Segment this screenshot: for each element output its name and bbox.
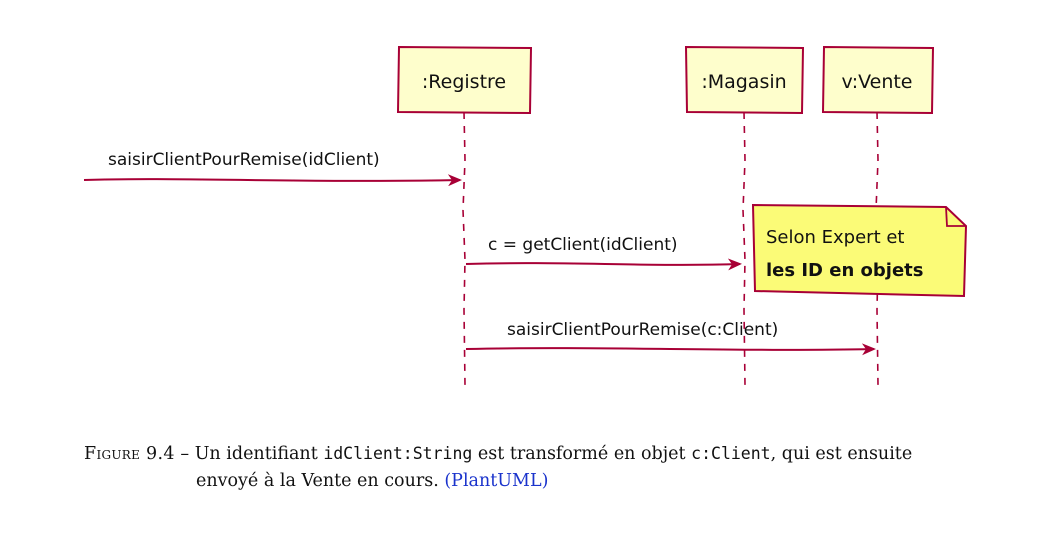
lifeline-vente — [875, 111, 879, 386]
message-label-3: saisirClientPourRemise(c:Client) — [507, 320, 778, 340]
message-arrow-2 — [465, 258, 742, 271]
figure-caption: Figure 9.4 – Un identifiant idClient:Str… — [84, 440, 984, 495]
caption-code-idclient: idClient:String — [323, 444, 473, 463]
caption-text-4: envoyé à la Vente en cours. — [196, 471, 439, 491]
note-line-1: Selon Expert et — [766, 227, 904, 248]
message-arrow-3 — [465, 343, 876, 356]
caption-dash: – — [180, 444, 190, 464]
lifeline-magasin — [742, 111, 746, 386]
note-line-2: les ID en objets — [766, 260, 924, 281]
participant-vente: v:Vente — [821, 45, 935, 115]
message-arrow-1 — [83, 174, 462, 187]
note: Selon Expert et les ID en objets — [751, 203, 968, 298]
participant-registre: :Registre — [396, 45, 533, 115]
caption-text-3: , qui est ensuite — [770, 444, 913, 464]
message-label-1: saisirClientPourRemise(idClient) — [108, 150, 380, 170]
lifeline-registre — [462, 111, 466, 386]
sequence-diagram: :Registre :Magasin v:Vente saisirClientP… — [83, 45, 968, 386]
caption-label: Figure 9.4 — [84, 444, 175, 464]
caption-line-2: envoyé à la Vente en cours. (PlantUML) — [84, 468, 984, 495]
participant-label-registre: :Registre — [422, 71, 506, 93]
caption-code-client: c:Client — [691, 444, 771, 463]
participant-label-vente: v:Vente — [842, 71, 913, 93]
plantuml-link[interactable]: (PlantUML) — [444, 471, 549, 491]
message-label-2: c = getClient(idClient) — [488, 235, 678, 255]
participant-magasin: :Magasin — [684, 45, 805, 115]
caption-text-2: est transformé en objet — [477, 444, 686, 464]
caption-text-1: Un identifiant — [194, 444, 318, 464]
participant-label-magasin: :Magasin — [701, 71, 786, 93]
